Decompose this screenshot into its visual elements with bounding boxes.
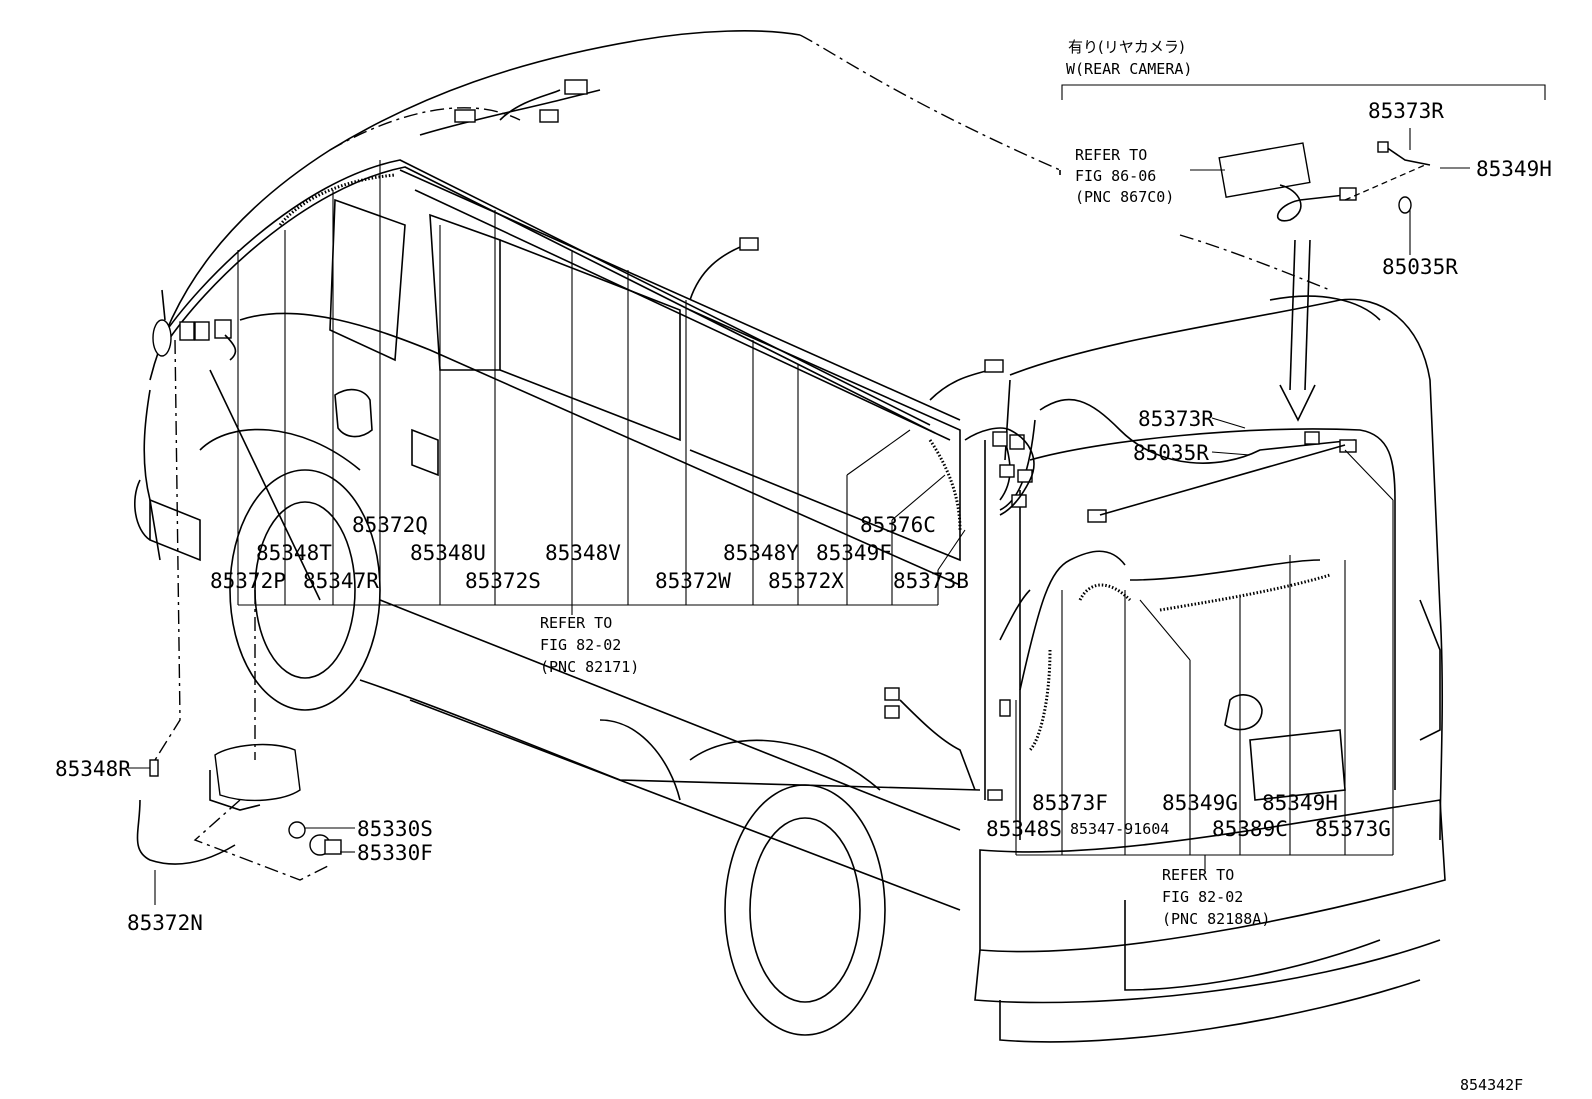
roof-hose-assembly xyxy=(152,79,1004,531)
ref-camera-line2: FIG 86-06 xyxy=(1075,167,1156,185)
part-label: 85389C xyxy=(1212,817,1288,841)
part-label: 85348V xyxy=(545,541,621,565)
part-label: 85373R xyxy=(1368,99,1444,123)
part-label: 85373B xyxy=(893,569,969,593)
ref-side-line2: FIG 82-02 xyxy=(540,636,621,654)
part-label: 85035R xyxy=(1382,255,1458,279)
part-label: 85376C xyxy=(860,513,936,537)
van-body-outline xyxy=(134,30,1446,1043)
part-label: 85348S xyxy=(986,817,1062,841)
part-label: 85372X xyxy=(768,569,844,593)
part-label: 85349G xyxy=(1162,791,1238,815)
part-labels: 85373R 85349H 85035R 85373R 85035R 85372… xyxy=(55,99,1552,935)
header-en: W(REAR CAMERA) xyxy=(1066,60,1192,78)
header-text: 有り(リヤカメラ) W(REAR CAMERA) xyxy=(1066,38,1192,78)
part-label: 85372W xyxy=(655,569,731,593)
part-label: 85372P xyxy=(210,569,286,593)
part-label: 85349H xyxy=(1262,791,1338,815)
part-label: 85348R xyxy=(55,757,131,781)
part-label: 85372N xyxy=(127,911,203,935)
part-label: 85348U xyxy=(410,541,486,565)
part-label: 85372S xyxy=(465,569,541,593)
part-label: 85349F xyxy=(816,541,892,565)
part-label: 85347-91604 xyxy=(1070,820,1169,838)
part-label: 85372Q xyxy=(352,513,428,537)
part-label: 85330F xyxy=(357,841,433,865)
part-label: 85348Y xyxy=(723,541,799,565)
part-label: 85373F xyxy=(1032,791,1108,815)
part-label: 85347R xyxy=(303,569,379,593)
washer-tank xyxy=(193,590,342,881)
ref-side-line3: (PNC 82171) xyxy=(540,658,639,676)
ref-rear-line3: (PNC 82188A) xyxy=(1162,910,1270,928)
front-hose-85372N xyxy=(136,339,236,905)
ref-rear-line2: FIG 82-02 xyxy=(1162,888,1243,906)
part-label: 85348T xyxy=(256,541,332,565)
part-label: 85373R xyxy=(1138,407,1214,431)
part-label: 85330S xyxy=(357,817,433,841)
leader-lines xyxy=(128,128,1470,870)
part-label: 85373G xyxy=(1315,817,1391,841)
ref-side-line1: REFER TO xyxy=(540,614,612,632)
reference-notes: REFER TO FIG 86-06 (PNC 867C0) REFER TO … xyxy=(540,146,1270,928)
part-label: 85349H xyxy=(1476,157,1552,181)
rear-camera-inset xyxy=(1061,84,1546,422)
ref-camera-line1: REFER TO xyxy=(1075,146,1147,164)
ref-camera-line3: (PNC 867C0) xyxy=(1075,188,1174,206)
part-label: 85035R xyxy=(1133,441,1209,465)
header-jp: 有り(リヤカメラ) xyxy=(1068,38,1185,56)
figure-id: 854342F xyxy=(1460,1076,1523,1094)
rear-hose-assembly xyxy=(884,398,1357,801)
ref-rear-line1: REFER TO xyxy=(1162,866,1234,884)
